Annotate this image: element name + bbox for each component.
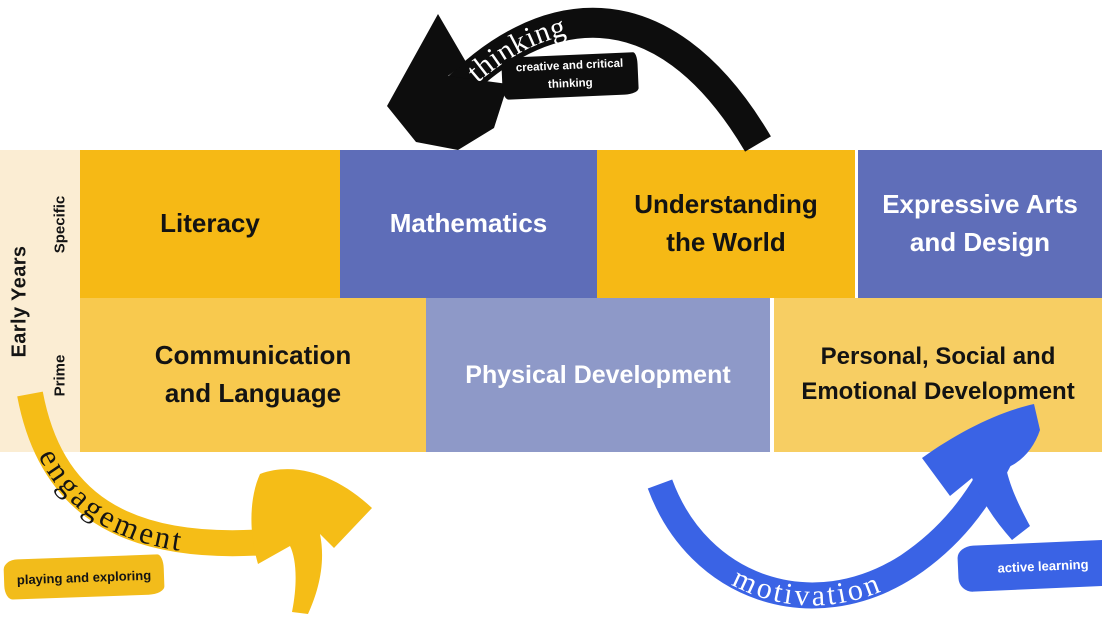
row-label-prime: Prime [51, 354, 69, 396]
early-years-title: Early Years [8, 245, 31, 357]
cell-utw-label-2: the World [666, 227, 786, 257]
motivation-arrow-curve [647, 452, 1012, 609]
cell-physical-development: Physical Development [426, 298, 770, 452]
row-label-specific: Specific [51, 195, 69, 253]
creative-critical-thinking-tag: creative and critical thinking [501, 52, 639, 100]
cell-psed-label-2: Emotional Development [801, 378, 1075, 405]
row-label-specific-wrap: Specific [40, 150, 80, 298]
cell-expressive-arts-and-design: Expressive Arts and Design [858, 150, 1102, 298]
cell-personal-social-emotional-development: Personal, Social and Emotional Developme… [774, 298, 1102, 452]
thinking-tag-line-1: creative and critical [515, 57, 624, 75]
engagement-tag-line: playing and exploring [16, 567, 152, 587]
cell-communication-and-language: Communication and Language [80, 298, 426, 452]
thinking-arrowhead-icon [387, 14, 508, 150]
cell-pd-label: Physical Development [465, 360, 731, 389]
cell-cl-label-2: and Language [164, 378, 342, 408]
thinking-tag-line-2: thinking [547, 77, 593, 91]
cell-literacy: Literacy [80, 150, 340, 298]
cell-understanding-the-world: Understanding the World [597, 150, 855, 298]
cell-psed-label-1: Personal, Social and [820, 343, 1056, 371]
row-label-prime-wrap: Prime [40, 298, 80, 452]
cell-cl-label-1: Communication [154, 340, 352, 371]
cell-ead-label-1: Expressive Arts [882, 189, 1078, 220]
engagement-arrowhead-icon [251, 469, 372, 614]
motivation-arc-word: motivation [728, 561, 886, 613]
cell-mathematics: Mathematics [340, 150, 597, 298]
motivation-tag-line: active learning [997, 556, 1089, 576]
cell-mathematics-label: Mathematics [389, 208, 548, 239]
playing-and-exploring-tag: playing and exploring [3, 554, 165, 600]
cell-literacy-label: Literacy [160, 208, 260, 239]
active-learning-tag: active learning [957, 539, 1102, 593]
engagement-arc-word: engagement [32, 442, 185, 557]
early-years-title-wrap: Early Years [0, 150, 40, 452]
cell-utw-label-1: Understanding [634, 189, 818, 220]
cell-ead-label-2: and Design [909, 227, 1051, 257]
